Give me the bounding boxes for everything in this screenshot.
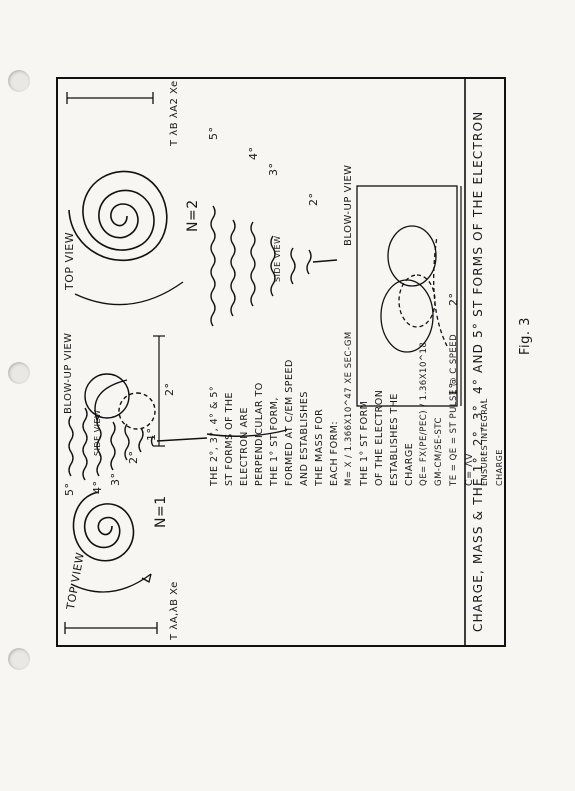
lambda-label-left: T λA,λB Xe	[169, 581, 180, 640]
lambda-label-right: T λB λA2 Xe	[169, 80, 180, 146]
speed-formula: C= λV	[464, 452, 475, 486]
center-line: ESTABLISHES THE	[389, 393, 400, 486]
degree-3-right: 3°	[267, 162, 280, 177]
side-view-label-right: SIDE VIEW	[273, 235, 282, 283]
degree-4-left: 4°	[91, 480, 104, 495]
center-line: FORMED AT C/Em SPEED	[284, 359, 295, 486]
center-line: THE 1° ST FORM,	[269, 397, 280, 486]
top-view-arrow-right	[74, 281, 184, 306]
center-line: ENSURES INTEGRAL	[480, 398, 489, 486]
degree-1-left: 1°	[145, 427, 158, 442]
center-text-block: THE 2°, 3°, 4° & 5° ST FORMS OF THE ELEC…	[207, 326, 507, 486]
cone-side-view-right	[210, 205, 338, 327]
blowup-label-right: BLOW-UP VIEW	[343, 164, 354, 246]
spiral-n1	[72, 491, 135, 562]
binder-hole	[8, 362, 30, 384]
degree-2-right: 2°	[307, 192, 320, 207]
center-line: ST FORMS OF THE	[224, 391, 235, 486]
diagram-area: CHARGE, MASS & THE 1°, 2°, 3°, 4° AND 5°…	[57, 78, 505, 646]
degree-5-left: 5°	[63, 482, 76, 497]
center-line: THE MASS FOR	[314, 408, 325, 486]
dimension-label-left: 2°	[163, 382, 176, 397]
binder-hole	[8, 70, 30, 92]
drawing-canvas	[64, 92, 462, 634]
top-view-arrow-left	[70, 573, 152, 593]
center-line: EACH FORM:	[329, 420, 340, 486]
center-line: THE 1° ST FORM	[359, 400, 370, 486]
binder-hole	[8, 648, 30, 670]
pulse-formula: Te = qe = ST PULSE @ C speed	[449, 333, 459, 486]
center-line: THE 2°, 3°, 4° & 5°	[209, 385, 220, 486]
center-line: OF THE ELECTRON	[374, 389, 385, 486]
center-line: CHARGE	[404, 442, 415, 486]
top-view-label-right: TOP VIEW	[63, 231, 76, 290]
cone-side-view-left	[68, 407, 288, 481]
lambda-bracket-left	[64, 622, 158, 634]
figure-label: Fig. 3	[518, 317, 533, 355]
dimension-bracket-left	[153, 335, 165, 447]
center-line: ELECTRON ARE	[239, 406, 250, 486]
lambda-bracket-right	[66, 92, 154, 104]
blowup-loops-left	[84, 373, 156, 430]
degree-4-right: 4°	[247, 146, 260, 161]
spiral-n2	[68, 170, 168, 262]
degree-2-left: 2°	[127, 450, 140, 465]
dimension-label-right: 2°	[447, 292, 460, 307]
blowup-box-right	[356, 185, 458, 407]
n2-label: n=2	[185, 199, 201, 232]
mass-formula: m= X / 1.366x10^47 Xe sec-gm	[344, 331, 354, 486]
center-line: CHARGE	[495, 449, 504, 486]
center-line: PERPENDICULAR TO	[254, 382, 265, 486]
charge-formula: qe= Fx(Pe/Pec) / 1.36x10^18 gm-cm/se-stc	[419, 341, 444, 486]
center-line: AND ESTABLISHES	[299, 391, 310, 486]
blowup-label-left: BLOW-UP VIEW	[63, 332, 74, 414]
degree-3-left: 3°	[109, 472, 122, 487]
n1-label: n=1	[153, 495, 169, 528]
degree-5-right: 5°	[207, 126, 220, 141]
side-view-label-left: SIDE VIEW	[93, 409, 102, 457]
